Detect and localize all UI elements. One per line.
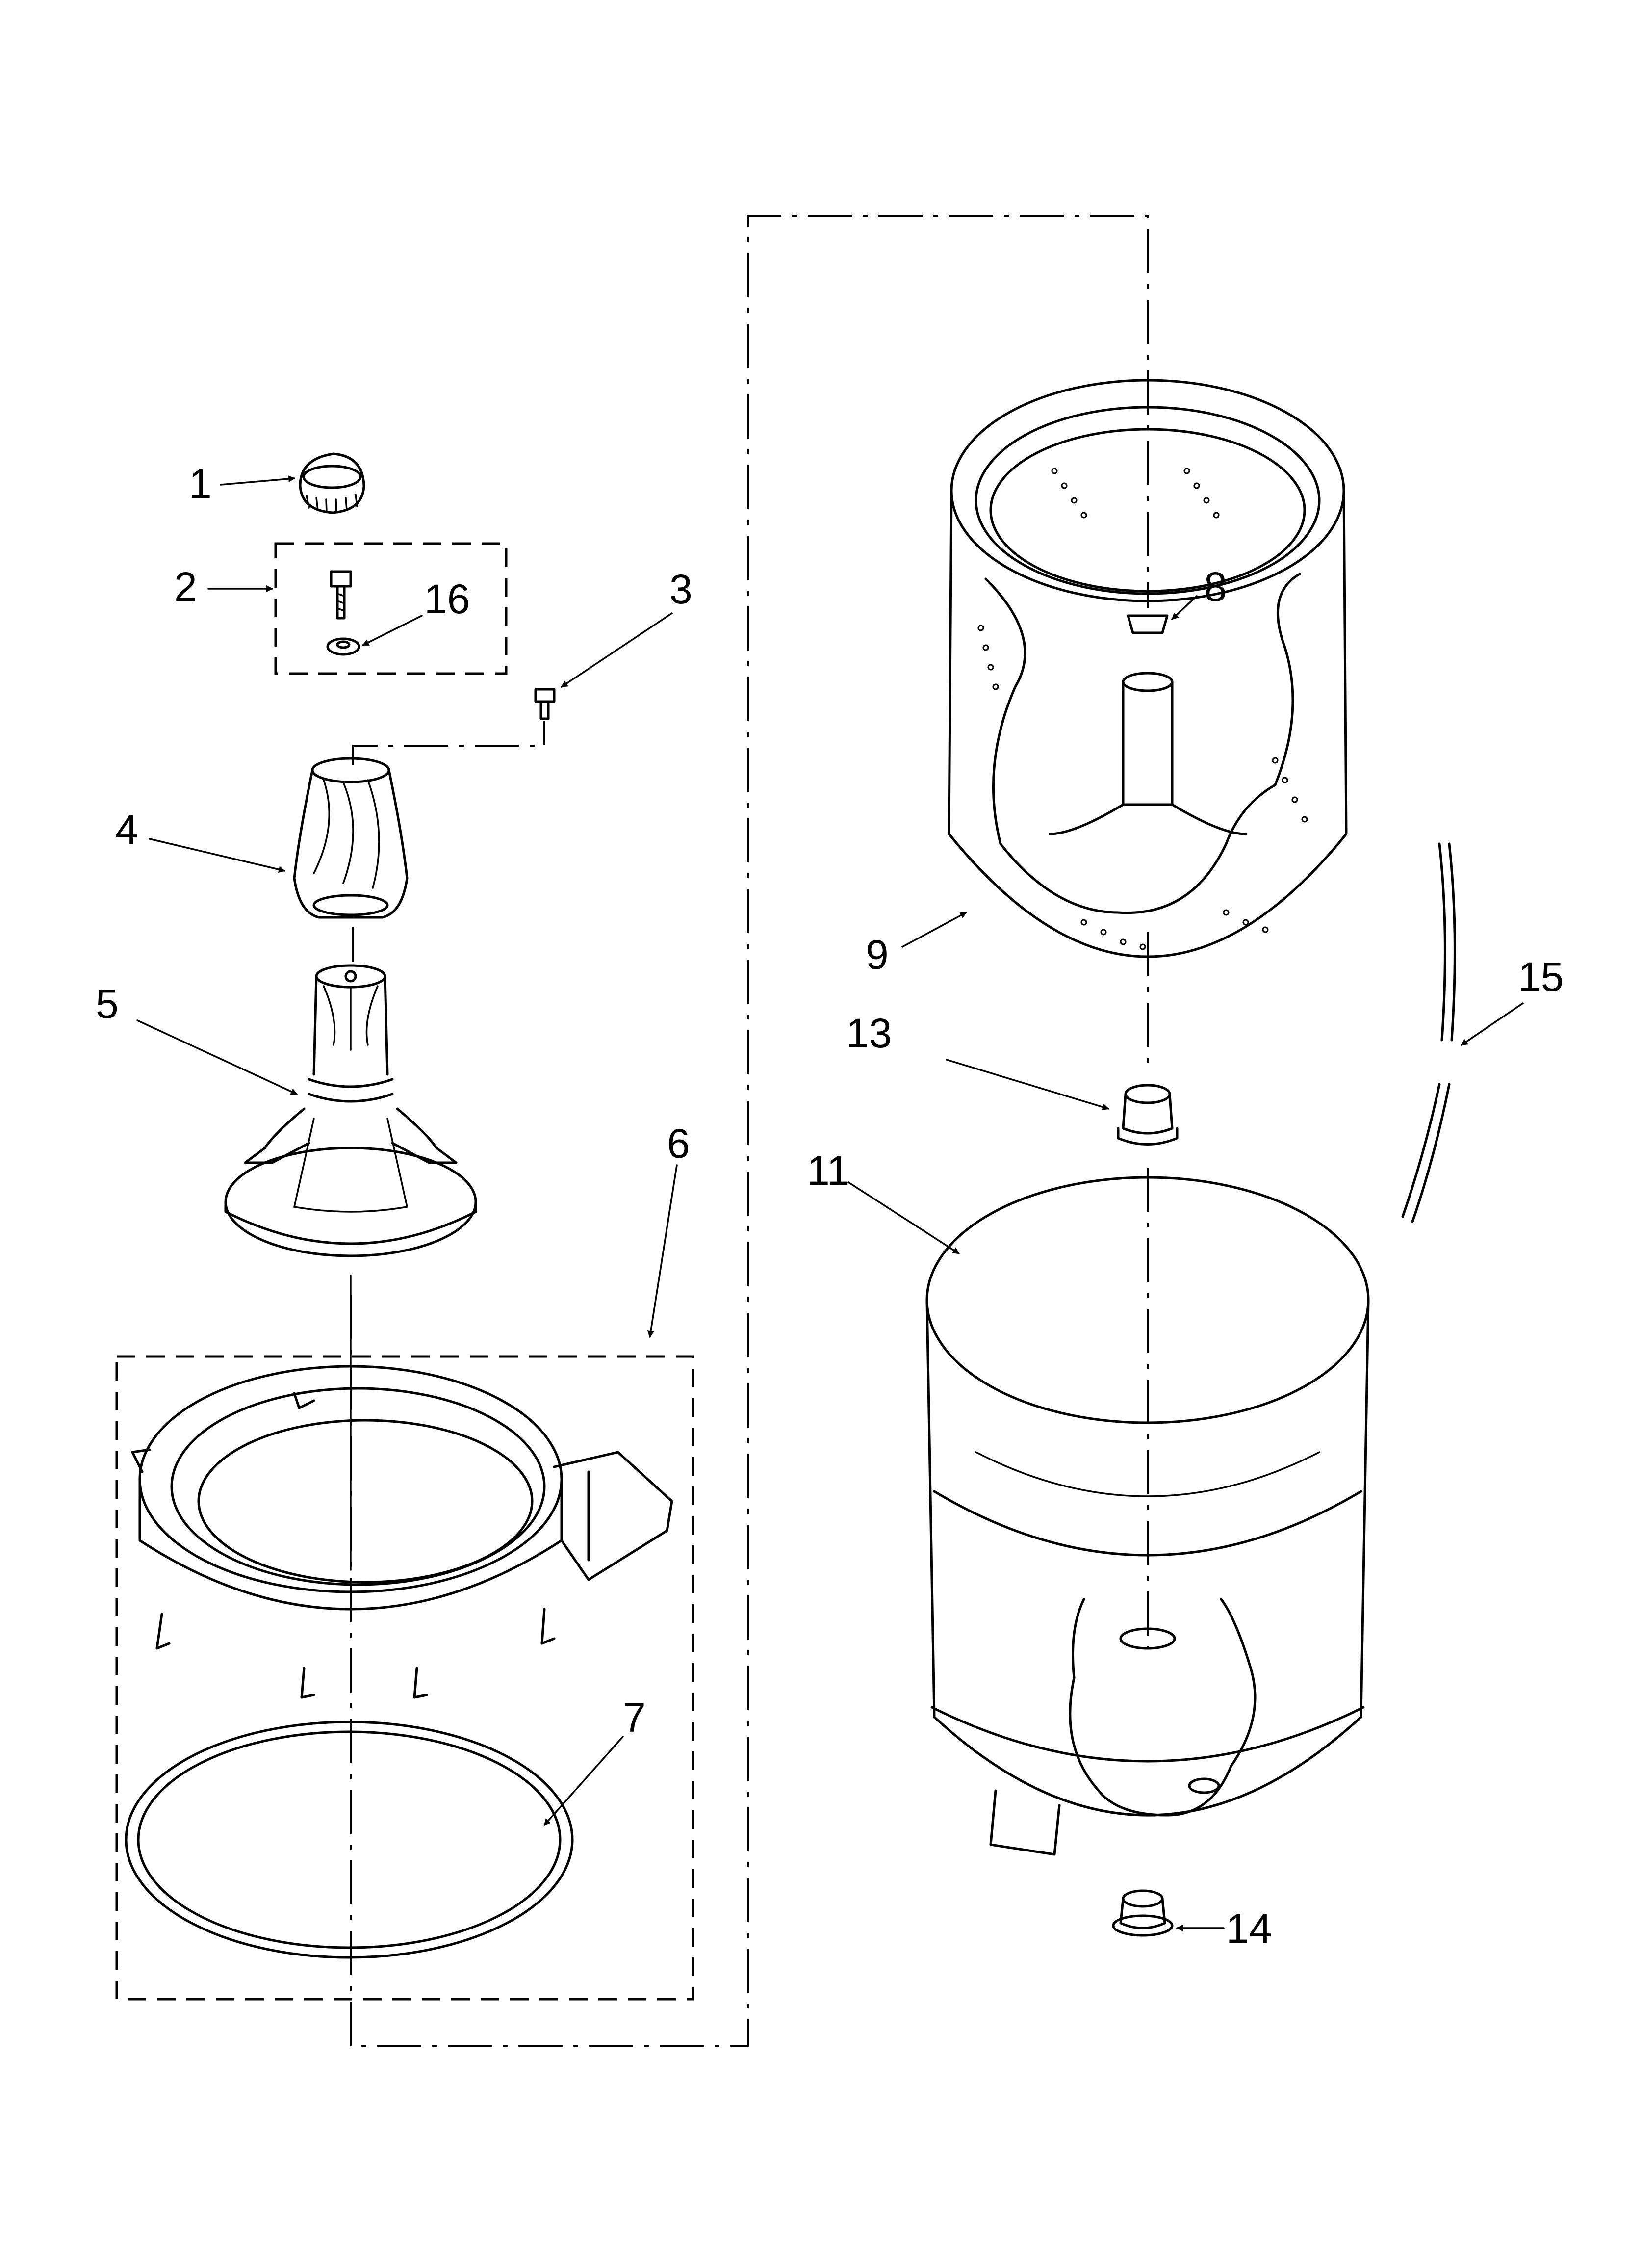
callout-2: 2	[174, 564, 197, 610]
callout-6: 6	[667, 1121, 690, 1167]
basket-perforations	[977, 468, 1308, 950]
seal-ring-part	[125, 1721, 574, 1959]
hose-part	[1401, 842, 1456, 1223]
callout-1: 1	[189, 461, 212, 507]
tub-ring-part	[131, 1365, 673, 1699]
screw-part	[534, 688, 556, 720]
bearing-part	[1117, 1084, 1179, 1146]
washer-part	[326, 637, 360, 656]
kit-box-2	[274, 542, 508, 675]
callout-9: 9	[866, 932, 889, 978]
plug-part	[1112, 1889, 1174, 1937]
basket-part	[948, 379, 1348, 958]
callout-7: 7	[623, 1694, 646, 1741]
callout-11: 11	[807, 1147, 849, 1194]
cap-part	[299, 452, 365, 514]
callout-labels: 1 2 3 4 5 6 7 8 9 11 13 14 15 16	[96, 461, 1564, 1952]
assembly-box-6	[115, 1355, 694, 2001]
callout-16: 16	[424, 576, 470, 622]
callout-15: 15	[1518, 954, 1564, 1000]
callout-4: 4	[115, 807, 138, 853]
callout-3: 3	[669, 566, 693, 612]
callout-13: 13	[846, 1010, 892, 1056]
agitator-part	[224, 964, 477, 1257]
explosion-lines	[350, 215, 1149, 2047]
callout-14: 14	[1226, 1905, 1272, 1952]
callout-5: 5	[96, 981, 119, 1027]
leader-arrows	[136, 475, 1524, 1931]
tub-part	[925, 1176, 1370, 1856]
callout-8: 8	[1204, 564, 1227, 610]
bolt-part	[330, 570, 352, 620]
agitator-cam-part	[293, 757, 409, 919]
